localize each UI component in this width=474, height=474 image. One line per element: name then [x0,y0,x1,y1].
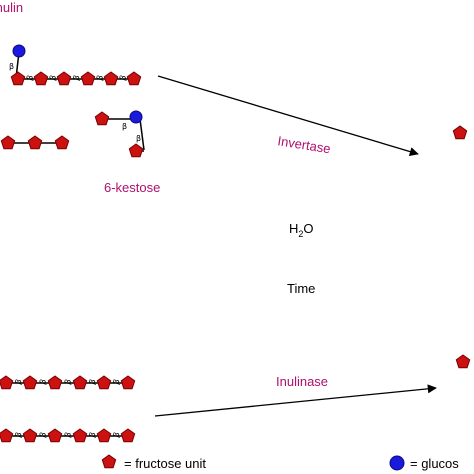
fructose-unit [120,428,136,443]
fructose-unit [96,428,112,443]
beta-label: β [13,431,23,439]
beta-label: β [87,431,97,439]
invertase-arrow [157,75,419,157]
fructose-unit [0,135,16,150]
fructose-unit [120,375,136,390]
fructose-unit [103,71,119,86]
fructose-unit [96,375,112,390]
fructose-unit [47,428,63,443]
beta-label: β [95,74,105,82]
legend-fructose-label: = fructose unit [124,456,206,471]
invertase-label: Invertase [277,133,332,156]
fructose-unit [0,428,14,443]
fructose-unit [27,135,43,150]
beta-label: β [13,378,23,386]
beta-label: β [118,74,128,82]
fructose-unit [56,71,72,86]
time-label: Time [287,281,315,296]
inulinase-arrow [154,384,437,417]
inulinase-label: Inulinase [276,374,328,389]
fructose-product-top [452,125,468,140]
beta-label: β [38,378,48,386]
glucose-unit [129,110,143,124]
fructose-unit [47,375,63,390]
kestose-molecule: β β [94,110,145,158]
beta-label: β [38,431,48,439]
fructose-unit [126,71,142,86]
fructose-product-bottom [455,354,471,369]
fructose-unit [455,354,471,369]
fructose-unit [80,71,96,86]
beta-label: β [111,378,121,386]
beta-label: β [136,134,141,143]
fructose-unit [22,428,38,443]
legend: = fructose unit = glucos [101,454,459,471]
fructose-unit [72,375,88,390]
fructose-unit [0,375,14,390]
beta-label: β [48,74,58,82]
fructose-unit [22,375,38,390]
inulin-molecule: β β β β β β [9,44,142,86]
short-fructan-chain [0,135,70,150]
fructose-unit [128,143,144,158]
beta-label: β [87,378,97,386]
beta-label: β [111,431,121,439]
inulin-label: Inulin [0,0,23,15]
six-kestose-label: 6-kestose [104,180,160,195]
legend-glucose-label: = glucos [410,456,459,471]
beta-label: β [63,378,73,386]
beta-label: β [122,122,127,131]
fructose-unit [54,135,70,150]
fructose-unit [452,125,468,140]
water-label: H2O [289,221,314,239]
legend-glucose-icon [389,455,405,471]
beta-label: β [9,62,14,71]
fructose-unit [33,71,49,86]
fructose-unit [10,71,26,86]
fructose-unit [94,111,110,126]
glucose-unit [12,44,26,58]
fructose-unit [72,428,88,443]
beta-label: β [71,74,81,82]
beta-label: β [25,74,35,82]
beta-label: β [63,431,73,439]
fructose-unit [101,454,117,469]
